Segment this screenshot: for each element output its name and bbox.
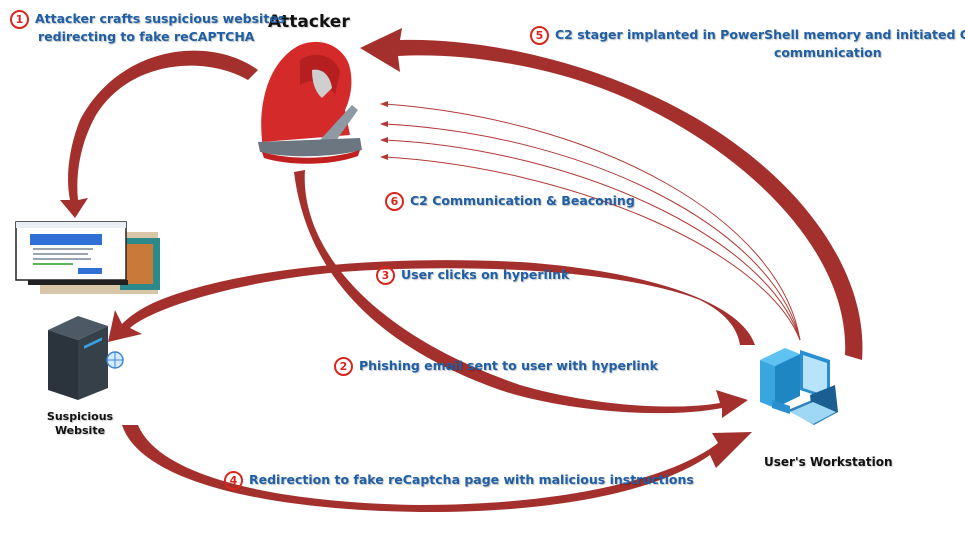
desk — [258, 138, 362, 157]
step-1-label: 1 Attacker crafts suspicious websites red… — [10, 10, 285, 45]
step-5-text-line1: C2 stager implanted in PowerShell memory… — [555, 27, 965, 42]
server-illustration — [48, 316, 124, 400]
beacon-head-3 — [380, 137, 388, 143]
suspicious-website-label: Suspicious Website — [40, 410, 120, 438]
step-1-number: 1 — [10, 10, 29, 29]
attacker-illustration — [258, 41, 362, 164]
user-workstation-label: User's Workstation — [764, 455, 893, 469]
workstation-illustration — [760, 348, 838, 425]
arrow-step-4 — [122, 425, 752, 513]
step-4-text: Redirection to fake reCaptcha page with … — [249, 472, 694, 487]
attacker-label: Attacker — [268, 12, 350, 32]
beacon-line-1 — [384, 103, 801, 341]
beacon-head-4 — [380, 154, 388, 160]
beacon-line-2 — [384, 123, 801, 341]
arrow-step-1 — [60, 50, 258, 218]
beacon-line-3 — [384, 139, 801, 341]
step-6-number: 6 — [385, 192, 404, 211]
fake-captcha-illustration — [15, 221, 160, 294]
arrow-step-6-beacons — [384, 103, 801, 341]
step-2-label: 2 Phishing email sent to user with hyperl… — [334, 357, 658, 376]
laptop — [320, 105, 358, 142]
step-3-number: 3 — [376, 266, 395, 285]
suspicious-website-label-line2: Website — [54, 424, 106, 437]
step-5-number: 5 — [530, 26, 549, 45]
beacon-head-1 — [380, 101, 388, 107]
beacon-head-2 — [380, 121, 388, 127]
step-4-label: 4 Redirection to fake reCaptcha page with… — [224, 471, 694, 490]
face — [312, 69, 332, 98]
suspicious-website-label-line1: Suspicious — [46, 410, 114, 423]
beacon-line-4 — [384, 156, 801, 341]
step-2-text: Phishing email sent to user with hyperli… — [359, 358, 658, 373]
step-3-text: User clicks on hyperlink — [401, 267, 570, 282]
step-5-label: 5 C2 stager implanted in PowerShell memor… — [530, 26, 965, 61]
step-1-text-line1: Attacker crafts suspicious websites — [35, 11, 286, 26]
step-6-label: 6 C2 Communication & Beaconing — [385, 192, 635, 211]
step-6-text: C2 Communication & Beaconing — [410, 193, 635, 208]
step-1-text-line2: redirecting to fake reCAPTCHA — [38, 29, 255, 44]
step-2-number: 2 — [334, 357, 353, 376]
step-4-number: 4 — [224, 471, 243, 490]
step-3-label: 3 User clicks on hyperlink — [376, 266, 569, 285]
step-5-text-line2: communication — [773, 45, 882, 60]
